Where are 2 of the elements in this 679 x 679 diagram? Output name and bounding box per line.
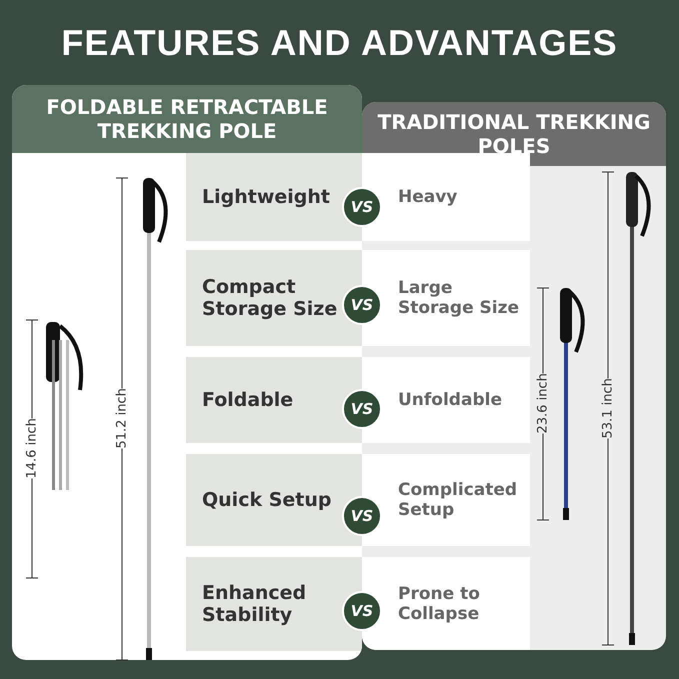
panel-heading: FOLDABLE RETRACTABLE TREKKING POLE	[12, 85, 362, 153]
page-title: FEATURES AND ADVANTAGES	[60, 22, 619, 64]
